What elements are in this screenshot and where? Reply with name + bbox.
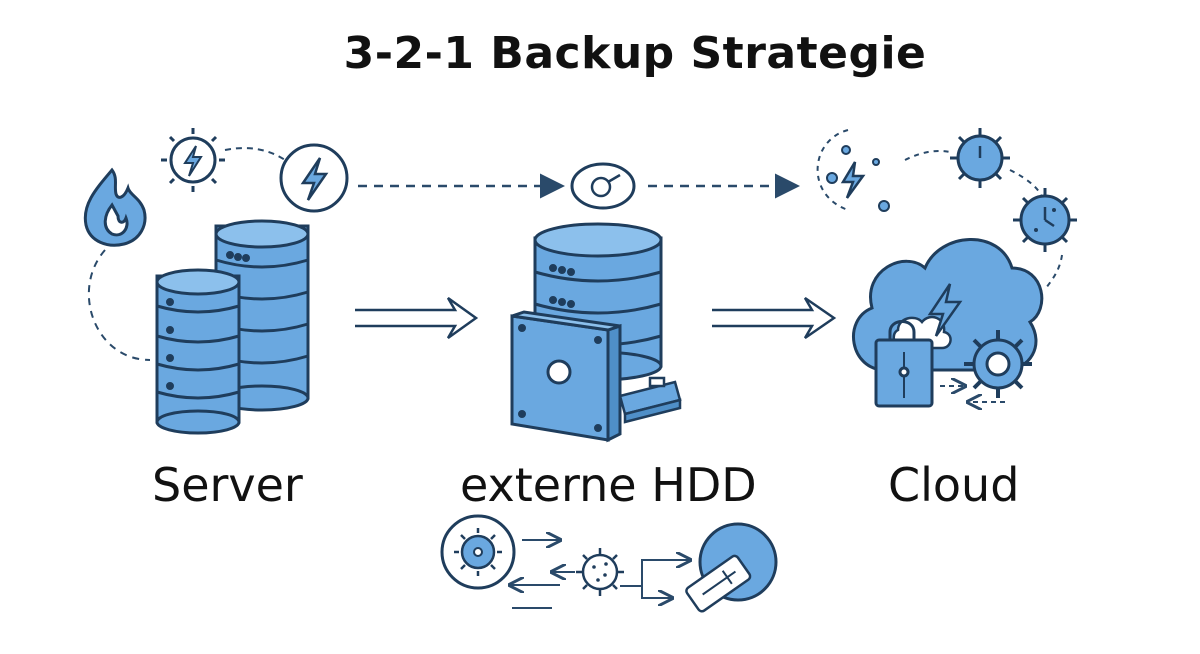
- node-label-external-hdd: externe HDD: [460, 458, 757, 512]
- key-icon: [685, 522, 778, 613]
- connector-line: [87, 249, 151, 361]
- node-label-cloud: Cloud: [888, 458, 1020, 512]
- virus-lightning-icon: [816, 129, 890, 212]
- disc-icon: [570, 162, 636, 210]
- external-hdd-icon: [510, 310, 622, 443]
- virus-clock-icon: [1013, 188, 1077, 252]
- server-icon-front: [155, 268, 241, 435]
- lightning-icon: [279, 143, 349, 213]
- node-label-server: Server: [152, 458, 303, 512]
- virus-security-icon: [440, 514, 516, 590]
- fire-icon: [83, 167, 147, 247]
- virus-icon: [576, 548, 624, 596]
- gear-icon: [964, 330, 1032, 398]
- arrow-right-icon: [355, 296, 479, 340]
- cloud-icon: [852, 238, 1044, 372]
- diagram-title: 3-2-1 Backup Strategie: [343, 28, 927, 79]
- usb-drive-icon: [618, 376, 682, 424]
- virus-clock-icon: [950, 128, 1010, 188]
- arrow-right-icon: [712, 296, 837, 340]
- lock-icon: [874, 320, 934, 408]
- lightning-gear-icon: [161, 128, 225, 192]
